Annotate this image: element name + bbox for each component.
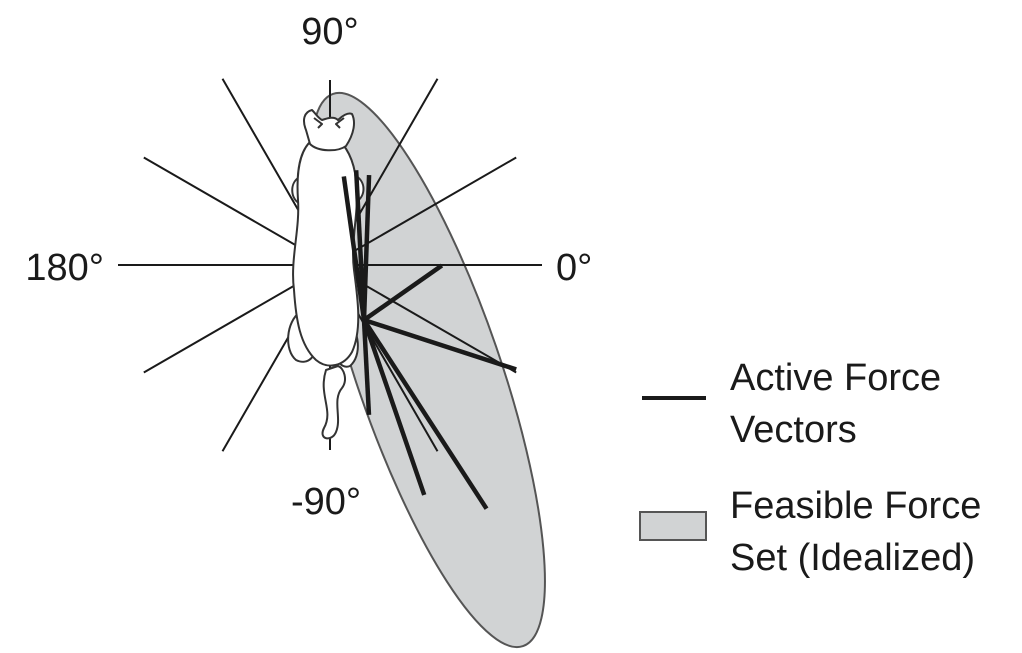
label-0-deg: 0° xyxy=(556,247,592,289)
legend-active-label-line2: Vectors xyxy=(730,409,857,451)
legend-feasible-label-line2: Set (Idealized) xyxy=(730,537,975,579)
legend-feasible-label-line1: Feasible Force xyxy=(730,485,981,527)
label-180-deg: 180° xyxy=(25,247,104,289)
label-90-deg: 90° xyxy=(301,11,358,53)
label-neg90-deg: -90° xyxy=(291,481,361,523)
legend-feasible-swatch xyxy=(640,512,706,540)
cat-silhouette xyxy=(288,110,363,438)
legend-active-label-line1: Active Force xyxy=(730,357,941,399)
legend: Active Force Vectors Feasible Force Set … xyxy=(640,357,981,579)
